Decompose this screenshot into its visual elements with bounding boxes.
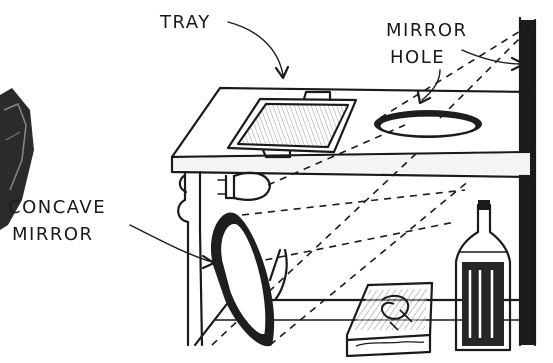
bottle	[456, 200, 510, 350]
tray-arrow	[228, 22, 283, 75]
label-tray: TRAY	[159, 12, 211, 33]
label-concave-line1: CONCAVE	[8, 197, 106, 218]
label-mirror-hole-line1: MIRROR	[386, 20, 468, 41]
light-bulb	[218, 173, 270, 200]
label-mirror-hole-line2: HOLE	[390, 47, 445, 68]
label-concave-line2: MIRROR	[12, 224, 94, 245]
box	[347, 283, 432, 356]
table-top	[172, 88, 532, 177]
back-post	[520, 18, 535, 345]
tray	[228, 92, 356, 157]
front-leg	[178, 172, 202, 345]
mirror-hole	[374, 110, 482, 138]
concave-mirror	[211, 213, 287, 347]
mirror-hole-arrow-down	[422, 70, 440, 100]
